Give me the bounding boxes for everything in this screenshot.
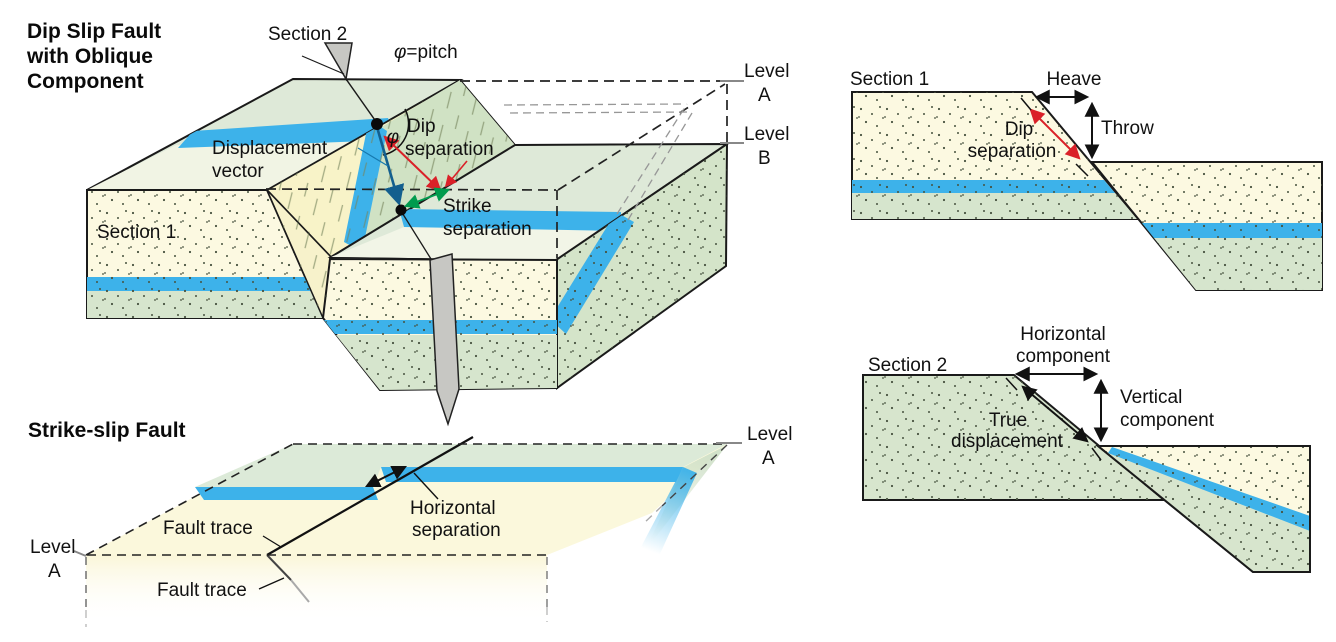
horizontal-separation-label-line2: separation (412, 520, 501, 541)
s1-title: Section 1 (850, 69, 929, 90)
level-b-letter: B (758, 148, 771, 169)
strike-slip-front-face (86, 555, 547, 624)
fault-trace-line-top (266, 436, 474, 556)
level-a-word: Level (744, 61, 789, 82)
right-block-top-front-tint (331, 227, 622, 260)
displacement-vector-leader (357, 147, 389, 167)
left-block-front-dots (87, 190, 323, 318)
dip-separation-arrow (383, 135, 442, 192)
s2-tick-lower (1091, 447, 1102, 461)
pitch-angle-symbol: φ (387, 127, 399, 148)
s2-tick-upper (1005, 377, 1018, 391)
section2-label-leader (301, 55, 345, 75)
s2-vertical-component-label-line1: Vertical (1120, 387, 1182, 408)
level-b-word: Level (744, 124, 789, 145)
s1-throw-label: Throw (1101, 118, 1154, 139)
s1-dip-separation-label-line2: separation (968, 141, 1057, 162)
level-a-right-word: Level (747, 424, 792, 445)
fault-trace-top-leader (262, 535, 282, 548)
fault-trace-front-label: Fault trace (157, 580, 247, 601)
s1-right-dots (1092, 162, 1322, 290)
strike-separation-label-line1: Strike (443, 196, 492, 217)
s2-true-displacement-label-line2: displacement (951, 431, 1064, 452)
s1-dip-separation-label-line1: Dip (1005, 119, 1034, 140)
s1-dip-separation-arrow (1029, 108, 1081, 160)
strike-separation-label-line2: separation (443, 219, 532, 240)
stripe-projection-dashed-lines (503, 103, 693, 221)
fault-trace-front-leader (258, 577, 285, 590)
pitch-label: φ=pitch (394, 42, 458, 63)
section2-trace-on-left-top (345, 78, 378, 124)
strike-slip-slope-edge-dashed (661, 444, 728, 507)
marker-bed-stripe-top-left (178, 118, 396, 148)
piercing-point-lower-dot (395, 204, 407, 216)
level-a-left-letter: A (48, 561, 61, 582)
section2-plane-top-triangle (323, 42, 353, 82)
s2-horizontal-component-label-line1: Horizontal (1020, 324, 1106, 345)
strike-slip-back-sage-band (195, 444, 727, 487)
s2-right-dots (1098, 446, 1310, 572)
main-title-line1: Dip Slip Fault (27, 20, 161, 43)
strike-slip-slope-edge-dashed-faint (642, 505, 663, 525)
s2-vertical-component-label-line2: component (1120, 410, 1215, 431)
s1-heave-label: Heave (1047, 69, 1102, 90)
dip-separation-label-line1: Dip (407, 116, 436, 137)
left-block-top-front-tint (87, 138, 392, 190)
section2-plane-lower-blade (429, 253, 460, 427)
displacement-vector-label-line2: vector (212, 161, 264, 182)
strike-slip-dashed-edges (85, 443, 727, 556)
level-a-left-tick (73, 550, 87, 557)
main-title-line2: with Oblique (26, 45, 153, 68)
strike-slip-stripe-right (381, 467, 683, 482)
horizontal-separation-leader (413, 472, 439, 500)
fault-trace-line-front-upper (266, 554, 292, 581)
s2-true-displacement-arrow (1021, 385, 1089, 443)
s2-horizontal-component-label-line2: component (1016, 346, 1111, 367)
s1-tick-upper (1020, 97, 1032, 111)
strike-slip-title: Strike-slip Fault (28, 419, 186, 442)
fault-trace-top-label: Fault trace (163, 518, 253, 539)
level-a-letter: A (758, 85, 771, 106)
s2-right-outline (1095, 445, 1311, 573)
marker-bed-stripe-top-right (399, 209, 621, 231)
piercing-point-upper-dot (371, 118, 383, 130)
s2-true-displacement-label-line1: True (989, 410, 1027, 431)
s2-left-dots (863, 375, 1164, 500)
section2-trace-on-right-top (400, 210, 432, 260)
strike-separation-arrow (403, 187, 451, 209)
slope-face-dots (556, 144, 727, 388)
level-a-left-word: Level (30, 537, 75, 558)
section2-cross-section: Section 2 Horizontal component Vertical … (862, 324, 1311, 573)
main-title-line3: Component (27, 70, 144, 93)
s1-tick-lower (1075, 163, 1089, 177)
strike-slip-stripe-left (195, 487, 378, 500)
s1-left-dots (852, 92, 1138, 219)
displacement-vector-label-line1: Displacement (212, 138, 328, 159)
dip-separation-leader (444, 160, 468, 188)
level-a-right-letter: A (762, 448, 775, 469)
section2-plane-label: Section 2 (268, 24, 347, 45)
section1-cross-section: Section 1 Heave Throw Dip separation (850, 69, 1323, 291)
horizontal-separation-arrow (364, 465, 408, 488)
fault-trace-line-front-lower (290, 579, 310, 603)
strike-slip-stripe-slope-fade (641, 467, 697, 556)
horizontal-separation-label-line1: Horizontal (410, 498, 496, 519)
strike-slip-diagram: Strike-slip Fault Fault trace Fault trac… (28, 419, 792, 627)
section1-face-label: Section 1 (97, 222, 176, 243)
oblique-slip-block-diagram: Dip Slip Fault with Oblique Component Se… (26, 20, 789, 427)
s2-title: Section 2 (868, 355, 947, 376)
dip-separation-label-line2: separation (405, 139, 494, 160)
